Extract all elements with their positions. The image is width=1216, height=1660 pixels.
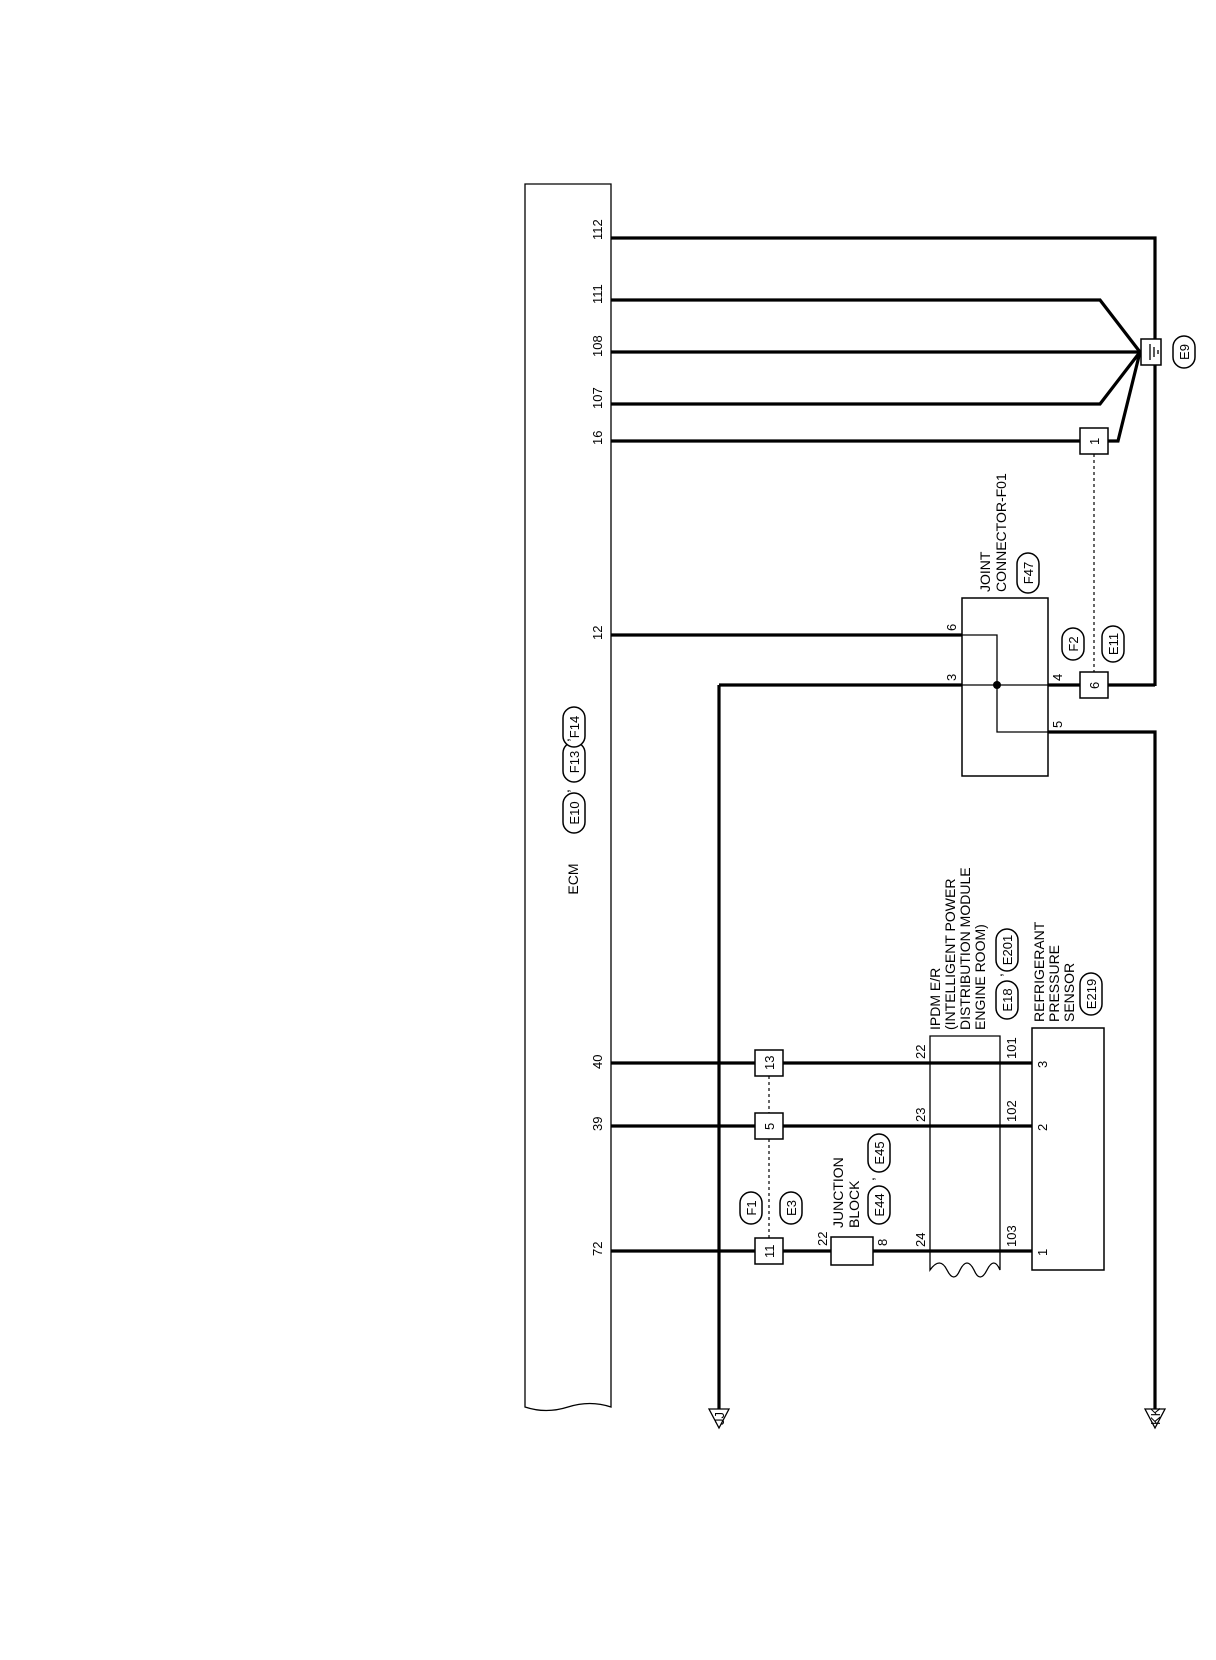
svg-text:,: , bbox=[556, 789, 572, 793]
ground-wires bbox=[611, 236, 1157, 686]
sensor-label-line1: REFRIGERANT bbox=[1031, 921, 1047, 1022]
ecm-pin-39: 39 bbox=[590, 1117, 605, 1131]
junction-block: 22 8 JUNCTION BLOCK E44 E45 , bbox=[815, 1133, 891, 1266]
junction-connector-e44: E44 bbox=[872, 1193, 887, 1216]
ipdm-pin-103: 103 bbox=[1004, 1225, 1019, 1247]
junction-label-line2: BLOCK bbox=[846, 1180, 862, 1228]
harness-connector-e11: E11 bbox=[1106, 633, 1121, 655]
harness-connector-f2: F2 bbox=[1066, 636, 1081, 651]
sensor-pin-1: 1 bbox=[1035, 1249, 1050, 1256]
ipdm-pin-101: 101 bbox=[1004, 1037, 1019, 1059]
joint-label-line2: CONNECTOR-F01 bbox=[993, 473, 1009, 592]
joint-pin-6: 6 bbox=[944, 624, 959, 631]
ipdm-label-line2: (INTELLIGENT POWER bbox=[942, 879, 958, 1030]
ecm-pin-107: 107 bbox=[590, 387, 605, 409]
junction-connector-e45: E45 bbox=[872, 1141, 887, 1164]
ground-connector-e9: E9 bbox=[1177, 344, 1192, 360]
svg-text:,: , bbox=[989, 973, 1005, 977]
junction-label-line1: JUNCTION bbox=[830, 1157, 846, 1228]
ipdm-label-line1: IPDM E/R bbox=[927, 968, 943, 1030]
harness-f2-terminal: 6 bbox=[1087, 682, 1102, 689]
harness-connector-e3: E3 bbox=[784, 1200, 799, 1216]
joint-pin-4: 4 bbox=[1050, 674, 1065, 681]
ecm-pin-16: 16 bbox=[590, 431, 605, 445]
ecm-connector-e10: E10 bbox=[567, 801, 582, 824]
ground-e9: E9 bbox=[1140, 335, 1196, 369]
harness-connector-f2-e11: 6 1 F2 E11 bbox=[1061, 427, 1125, 699]
sensor-pin-2: 2 bbox=[1035, 1124, 1050, 1131]
joint-pin-5: 5 bbox=[1050, 721, 1065, 728]
ipdm-pin-24: 24 bbox=[913, 1233, 928, 1247]
ipdm-pin-22: 22 bbox=[913, 1045, 928, 1059]
joint-connector-f47: F47 bbox=[1021, 562, 1036, 584]
harness-terminal-13: 13 bbox=[762, 1056, 777, 1070]
harness-terminal-5: 5 bbox=[762, 1123, 777, 1130]
harness-terminal-11: 11 bbox=[762, 1245, 777, 1259]
ecm-pin-labels: 112 111 108 107 16 12 40 39 72 bbox=[590, 219, 605, 1256]
harness-connector-f1-e3: 13 5 11 F1 E3 bbox=[739, 1049, 803, 1265]
harness-e11-terminal: 1 bbox=[1087, 438, 1102, 445]
ipdm-pin-102: 102 bbox=[1004, 1100, 1019, 1122]
junction-pin-8: 8 bbox=[875, 1239, 890, 1246]
ipdm-connector-e201: E201 bbox=[1000, 935, 1015, 965]
reference-kk-label: KK bbox=[1148, 1407, 1163, 1425]
joint-pin-3: 3 bbox=[944, 674, 959, 681]
reference-kk: KK bbox=[1143, 1407, 1167, 1430]
sensor-label-line3: SENSOR bbox=[1061, 963, 1077, 1022]
sensor-connector-e219: E219 bbox=[1084, 979, 1099, 1009]
svg-text:,: , bbox=[861, 1177, 877, 1181]
svg-text:,: , bbox=[556, 738, 572, 742]
ecm-pin-40: 40 bbox=[590, 1055, 605, 1069]
joint-connector: 6 3 4 5 JOINT CONNECTOR-F01 F47 bbox=[611, 473, 1157, 1409]
ecm-block: ECM E10 F13 F14 , , bbox=[524, 183, 612, 1412]
joint-label-line1: JOINT bbox=[977, 551, 993, 592]
ecm-label: ECM bbox=[565, 863, 581, 894]
refrigerant-pressure-sensor: 3 2 1 REFRIGERANT PRESSURE SENSOR E219 bbox=[1031, 921, 1105, 1271]
ecm-connector-f14: F14 bbox=[567, 716, 582, 738]
ipdm-pin-23: 23 bbox=[913, 1108, 928, 1122]
ipdm-label-line3: DISTRIBUTION MODULE bbox=[957, 867, 973, 1030]
harness-connector-f1: F1 bbox=[744, 1200, 759, 1215]
ipdm-label-line4: ENGINE ROOM) bbox=[972, 924, 988, 1030]
sensor-label-line2: PRESSURE bbox=[1046, 945, 1062, 1022]
junction-pin-22: 22 bbox=[815, 1232, 830, 1246]
ecm-pin-111: 111 bbox=[590, 284, 605, 304]
ipdm-module: 22 23 24 101 102 103 IPDM E/R (INTELLIGE… bbox=[913, 867, 1019, 1278]
ecm-pin-112: 112 bbox=[590, 219, 605, 240]
sensor-pin-3: 3 bbox=[1035, 1061, 1050, 1068]
ecm-connector-f13: F13 bbox=[567, 751, 582, 773]
reference-jj-label: JJ bbox=[712, 1412, 727, 1425]
sensor-wires bbox=[611, 1061, 1032, 1253]
ecm-pin-108: 108 bbox=[590, 335, 605, 357]
ecm-pin-12: 12 bbox=[590, 626, 605, 640]
ipdm-connector-e18: E18 bbox=[1000, 988, 1015, 1011]
reference-jj: JJ bbox=[707, 685, 731, 1430]
ecm-pin-72: 72 bbox=[590, 1242, 605, 1256]
